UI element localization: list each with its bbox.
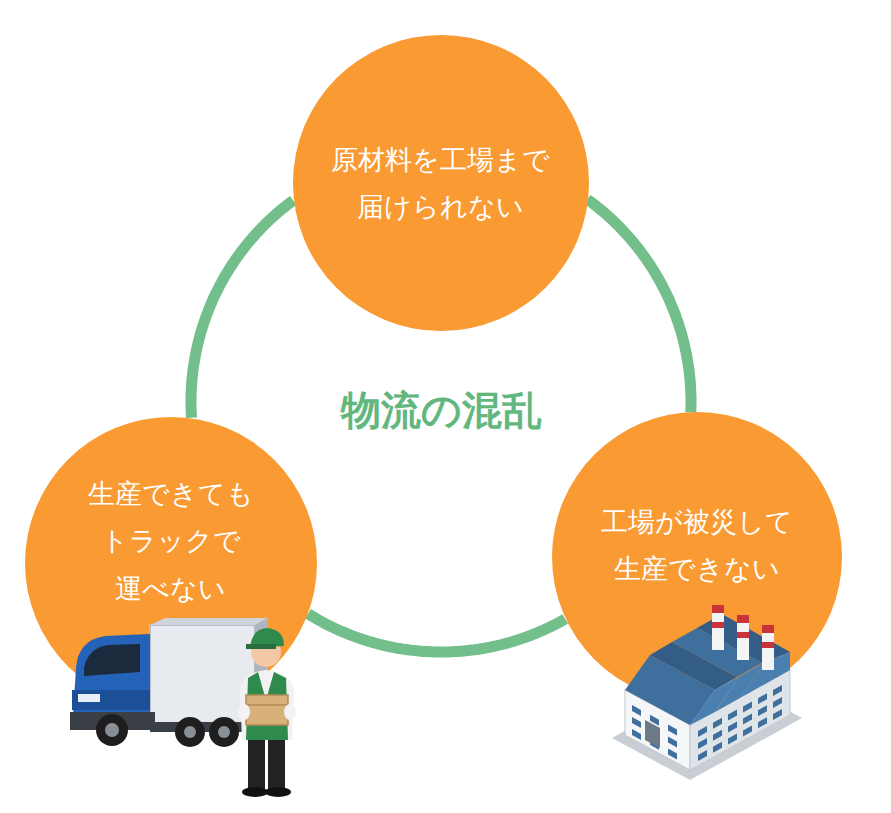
circle-label: 工場が被災して 生産できない [600,498,794,593]
orange-circle: 生産できても トラックで 運べない [25,417,317,709]
ring-arc [308,614,565,652]
circle-fill [293,35,589,331]
ring-arc [587,199,691,412]
ring-arc [191,200,293,417]
orange-circle: 工場が被災して 生産できない [552,412,842,702]
circle-shape [25,417,317,709]
circle-label: 原材料を工場まで 届けられない [330,136,551,231]
orange-circle: 原材料を工場まで 届けられない [293,35,589,331]
circle-fill [552,412,842,702]
circle-label: 生産できても トラックで 運べない [87,470,254,612]
circle-fill [25,417,317,709]
diagram-title: 物流の混乱 [341,383,542,438]
circle-shape [293,35,589,331]
